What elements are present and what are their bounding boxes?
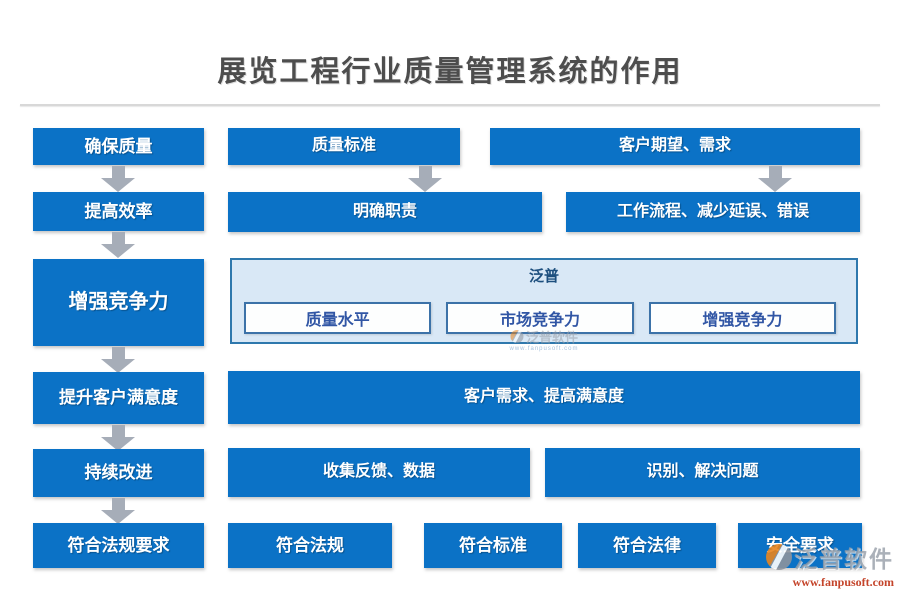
panel-header: 泛普 [528, 268, 559, 285]
panel-row: 质量水平 市场竞争力 增强竞争力 [244, 302, 836, 334]
fanpu-logo-icon [509, 330, 523, 343]
arrow-down-icon [101, 166, 135, 192]
arrow-down-icon [758, 166, 792, 192]
arrow-head [101, 359, 135, 373]
arrow-down-icon [101, 498, 135, 524]
watermark-brand: 泛普软件 [525, 330, 578, 345]
competitiveness-panel: 泛普 质量水平 市场竞争力 增强竞争力 泛普软件 www.fanpusoft.c… [230, 258, 858, 352]
box-identify-solve-problems: 识别、解决问题 [545, 448, 860, 497]
arrow-down-icon [101, 232, 135, 258]
arrow-shaft [111, 166, 125, 178]
arrow-shaft [111, 232, 125, 244]
arrow-head [408, 178, 442, 192]
arrow-shaft [111, 425, 125, 437]
box-quality-standard: 质量标准 [228, 128, 460, 165]
flow-box-ensure-quality: 确保质量 [33, 128, 204, 165]
box-safety-requirements: 安全要求 [738, 523, 862, 568]
watermark-url: www.fanpusoft.com [792, 575, 894, 589]
watermark-url: www.fanpusoft.com [509, 346, 579, 352]
box-clear-responsibility: 明确职责 [228, 192, 542, 232]
flow-box-enhance-competitiveness: 增强竞争力 [33, 259, 204, 346]
box-comply-standards: 符合标准 [424, 523, 562, 568]
panel-box-enhance-competitiveness: 增强竞争力 [648, 302, 836, 334]
flow-box-continuous-improvement: 持续改进 [33, 449, 204, 497]
watermark-brand: 泛普软件 [794, 546, 894, 572]
arrow-shaft [111, 347, 125, 359]
arrow-head [758, 178, 792, 192]
box-comply-regulations: 符合法规 [228, 523, 392, 568]
box-comply-laws: 符合法律 [578, 523, 716, 568]
flow-box-improve-efficiency: 提高效率 [33, 192, 204, 231]
box-customer-expectation: 客户期望、需求 [490, 128, 860, 165]
box-collect-feedback-data: 收集反馈、数据 [228, 448, 530, 497]
arrow-shaft [418, 166, 432, 178]
arrow-head [101, 437, 135, 451]
arrow-shaft [111, 498, 125, 510]
arrow-head [101, 510, 135, 524]
arrow-head [101, 244, 135, 258]
panel-box-market-competitiveness: 市场竞争力 [446, 302, 634, 334]
title-divider [20, 104, 880, 106]
arrow-down-icon [408, 166, 442, 192]
flow-box-customer-satisfaction: 提升客户满意度 [33, 372, 204, 424]
arrow-down-icon [101, 347, 135, 373]
box-workflow-reduce-delay: 工作流程、减少延误、错误 [566, 192, 860, 232]
panel-watermark: 泛普软件 www.fanpusoft.com [509, 327, 578, 352]
panel-box-quality-level: 质量水平 [244, 302, 432, 334]
page-title: 展览工程行业质量管理系统的作用 [217, 56, 683, 88]
flow-box-regulatory-compliance: 符合法规要求 [33, 523, 204, 568]
arrow-shaft [768, 166, 782, 178]
corner-watermark: 泛普软件 www.fanpusoft.com [766, 540, 894, 590]
arrow-down-icon [101, 425, 135, 451]
fanpu-logo-icon [766, 544, 792, 570]
arrow-head [101, 178, 135, 192]
box-customer-needs-satisfaction: 客户需求、提高满意度 [228, 371, 860, 424]
